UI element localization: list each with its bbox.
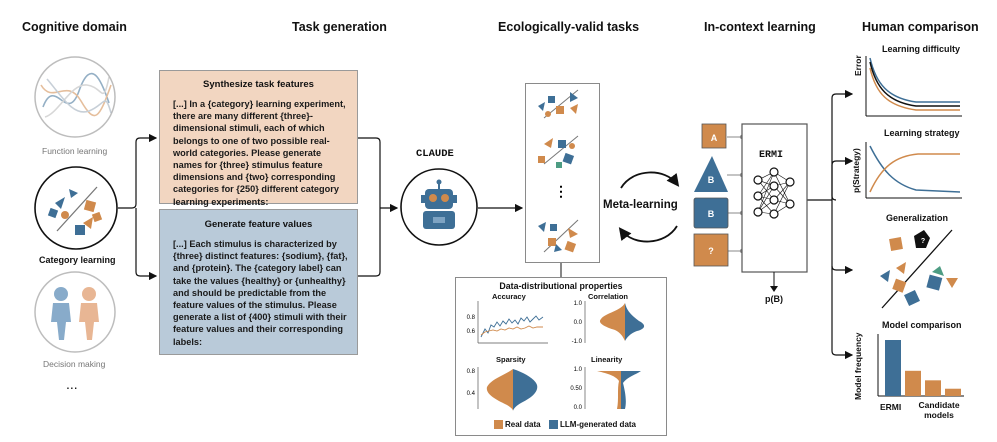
accuracy-title: Accuracy (492, 292, 526, 301)
bar-candidate-1 (905, 370, 921, 396)
claude-robot-icon (400, 168, 478, 246)
lin-tick-1: 0.50 (570, 386, 582, 392)
meta-learning-label: Meta-learning (603, 199, 678, 211)
linearity-plot: 1.0 0.50 0.0 (570, 367, 641, 411)
model-comparison-title: Model comparison (882, 320, 962, 330)
icl-item-b-square (693, 197, 729, 229)
synthesize-features-prompt: [...] In a {category} learning experimen… (173, 99, 346, 207)
sparsity-title: Sparsity (496, 355, 526, 364)
header-human-comparison: Human comparison (862, 20, 979, 34)
icl-label-a: A (711, 133, 718, 143)
icl-item-a (701, 123, 727, 149)
legend-real-swatch (494, 420, 503, 429)
correlation-title: Correlation (588, 292, 629, 301)
pb-label: p(B) (765, 294, 783, 304)
synthesize-features-title: Synthesize task features (203, 79, 314, 90)
svg-text:?: ? (921, 238, 925, 245)
bar-candidate-3 (945, 388, 961, 396)
domain-decision-making: Decision making (43, 359, 106, 369)
acc-tick-0: 0.8 (467, 315, 476, 321)
model-comparison-plot (877, 334, 964, 397)
candidate-models-tick-label: Candidate models (918, 400, 960, 420)
spar-tick-1: 0.4 (467, 391, 476, 397)
data-properties-plots: 0.8 0.6 1.0 0.0 -1.0 0.8 0.4 1.0 0.50 0.… (467, 301, 645, 429)
data-properties-panel: Data-distributional properties (455, 277, 667, 436)
corr-tick-1: 0.0 (574, 320, 583, 326)
sparsity-plot: 0.8 0.4 (467, 367, 538, 411)
task-n (538, 219, 579, 253)
icl-diagram: A B B ? (693, 123, 808, 292)
legend-real: Real data (505, 420, 541, 429)
generalization-title: Generalization (886, 213, 949, 223)
correlation-plot: 1.0 0.0 -1.0 (572, 301, 645, 345)
function-learning-icon (34, 56, 116, 138)
acc-tick-1: 0.6 (467, 329, 476, 335)
linearity-title: Linearity (591, 355, 623, 364)
ermi-tick-label: ERMI (880, 402, 902, 412)
tasks-ellipsis: ⋮ (554, 183, 568, 199)
learning-difficulty-plot (865, 56, 962, 117)
learning-difficulty-title: Learning difficulty (882, 44, 961, 54)
domain-category-learning: Category learning (39, 255, 116, 265)
header-cognitive-domain: Cognitive domain (22, 20, 127, 34)
icl-label-b2: B (708, 209, 715, 219)
icl-label-b1: B (708, 175, 715, 185)
pstrategy-axis-label: p(Strategy) (851, 148, 861, 193)
ermi-label: ERMI (759, 150, 784, 161)
task-2 (538, 135, 579, 168)
corr-tick-0: 1.0 (574, 301, 583, 307)
header-ecological-tasks: Ecologically-valid tasks (498, 20, 640, 34)
corr-tick-2: -1.0 (572, 339, 583, 345)
learning-strategy-plot (865, 142, 962, 199)
model-frequency-axis-label: Model frequency (853, 332, 863, 400)
icl-item-b-triangle (694, 156, 728, 192)
meta-learning-cycle-icon (618, 171, 680, 243)
legend-llm: LLM-generated data (560, 420, 637, 429)
generalization-plot: ? (880, 229, 958, 309)
accuracy-plot: 0.8 0.6 (467, 301, 548, 344)
generate-values-prompt: [...] Each stimulus is characterized by … (173, 239, 348, 347)
data-properties-title: Data-distributional properties (499, 281, 623, 291)
icl-item-query (693, 233, 729, 267)
task-1 (538, 89, 579, 119)
task-examples: ⋮ (538, 89, 579, 253)
bar-candidate-2 (925, 380, 941, 396)
decision-making-icon (34, 271, 116, 353)
icl-label-q: ? (708, 246, 714, 256)
synthesize-features-box: Synthesize task features [...] In a {cat… (159, 70, 358, 207)
header-in-context-learning: In-context learning (704, 20, 816, 34)
domain-ellipsis: ... (66, 376, 78, 392)
domain-function-learning: Function learning (42, 146, 108, 156)
lin-tick-0: 1.0 (574, 367, 583, 373)
bar-ermi (885, 340, 901, 396)
generate-values-box: Generate feature values [...] Each stimu… (159, 209, 358, 355)
error-axis-label: Error (853, 55, 863, 76)
legend-llm-swatch (549, 420, 558, 429)
spar-tick-0: 0.8 (467, 369, 476, 375)
header-task-generation: Task generation (292, 20, 387, 34)
lin-tick-2: 0.0 (574, 405, 583, 411)
learning-strategy-title: Learning strategy (884, 128, 960, 138)
claude-label: CLAUDE (416, 148, 454, 160)
category-learning-icon (34, 166, 118, 250)
generate-values-title: Generate feature values (204, 219, 313, 230)
